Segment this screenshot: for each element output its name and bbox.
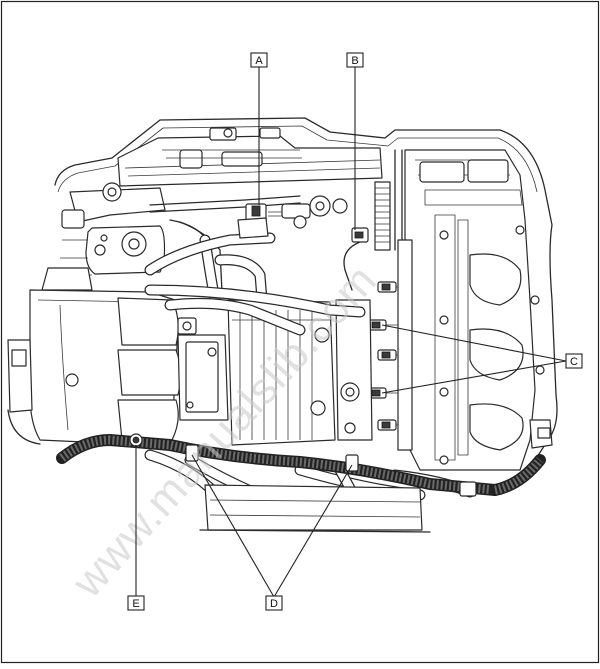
callout-e-label: E	[132, 598, 139, 610]
callout-a: A	[250, 52, 268, 68]
leader-c-2	[381, 360, 567, 394]
callout-d-label: D	[270, 598, 278, 610]
callout-c-box	[565, 353, 583, 369]
callout-e: E	[127, 595, 145, 611]
callout-d: D	[265, 595, 283, 611]
callout-a-box	[250, 52, 268, 68]
callout-d-box	[265, 595, 283, 611]
callout-b-label: B	[351, 55, 358, 67]
callout-e-box	[127, 595, 145, 611]
callout-a-label: A	[255, 55, 263, 67]
callout-leaders	[135, 66, 567, 598]
callout-c: C	[565, 353, 583, 369]
callout-c-label: C	[570, 356, 578, 368]
leader-d-1	[191, 454, 275, 598]
leader-c-1	[381, 324, 567, 362]
callout-b: B	[346, 52, 364, 68]
engine-drawing	[7, 117, 558, 533]
leader-d-2	[273, 464, 353, 598]
callout-b-box	[346, 52, 364, 68]
